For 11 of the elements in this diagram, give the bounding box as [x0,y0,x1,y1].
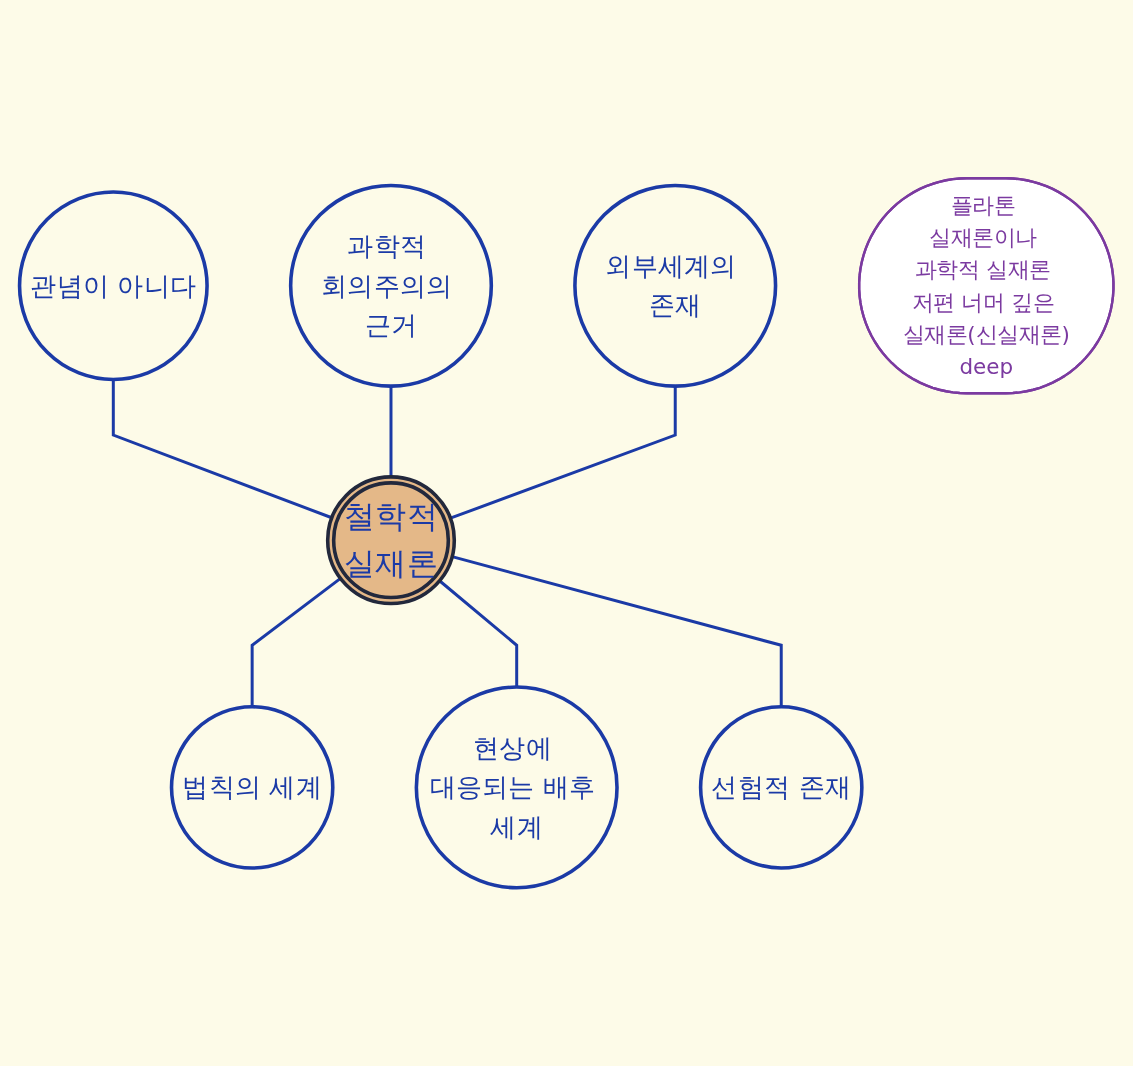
connector [111,379,333,520]
node-circle: 철학적 실재론 [325,475,457,606]
node-circle: 법칙의 세계 [169,705,335,870]
node-circle: 현상에 대응되는 배후 세계 [414,685,619,890]
connector [438,579,519,688]
node-circle: 과학적 회의주의의 근거 [288,183,494,388]
node-circle: 관념이 아니다 [17,190,209,382]
node-circle: 외부세계의 존재 [573,183,778,388]
connector [389,386,393,477]
connector [250,577,342,707]
node-circle: 선험적 존재 [698,705,864,870]
